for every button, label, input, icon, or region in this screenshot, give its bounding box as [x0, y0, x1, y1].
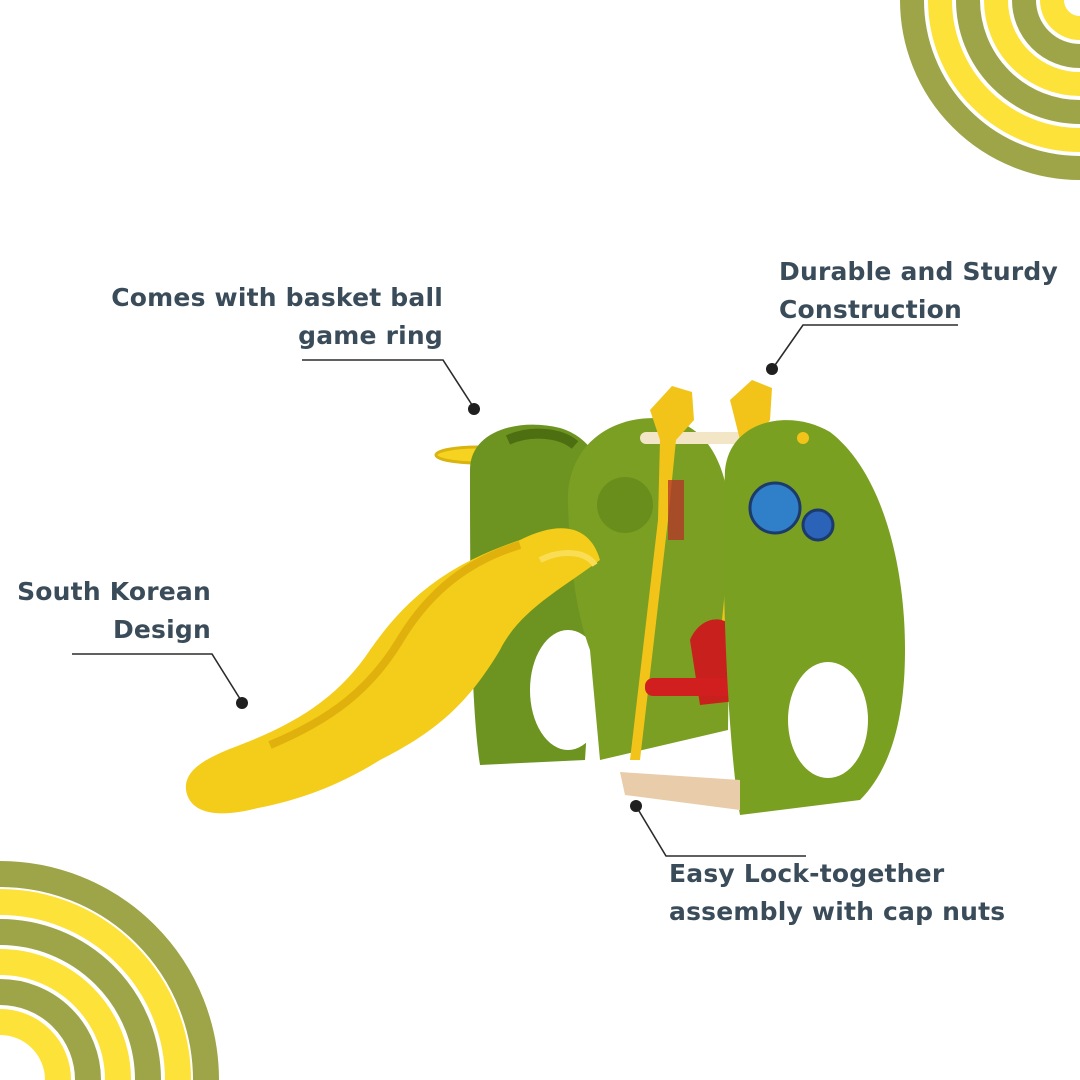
callout-design-line1: South Korean	[17, 577, 211, 606]
swing-base	[620, 772, 740, 810]
slide	[185, 528, 600, 814]
callout-design-line2: Design	[112, 615, 211, 644]
callout-basketball-line1: Comes with basket ball	[111, 283, 443, 312]
callout-basketball-ring: Comes with basket ball game ring	[111, 279, 443, 355]
front-panel	[723, 420, 905, 815]
callout-durable-construction: Durable and Sturdy Construction	[779, 253, 1058, 329]
callout-durable-line1: Durable and Sturdy	[779, 257, 1059, 286]
middle-panel	[567, 418, 731, 760]
callout-durable-line2: Construction	[779, 295, 962, 324]
callout-basketball-line2: game ring	[298, 321, 443, 350]
callout-south-korean-design: South Korean Design	[17, 573, 211, 649]
callout-assembly-line2: assembly with cap nuts	[669, 897, 1006, 926]
callout-easy-assembly: Easy Lock-together assembly with cap nut…	[669, 855, 1005, 931]
callout-lines	[72, 324, 958, 857]
top-right-swirl-decoration	[900, 0, 1080, 180]
callout-assembly-line1: Easy Lock-together	[669, 859, 945, 888]
bottom-left-swirl-decoration	[0, 861, 219, 1080]
callout-dots	[236, 363, 778, 812]
